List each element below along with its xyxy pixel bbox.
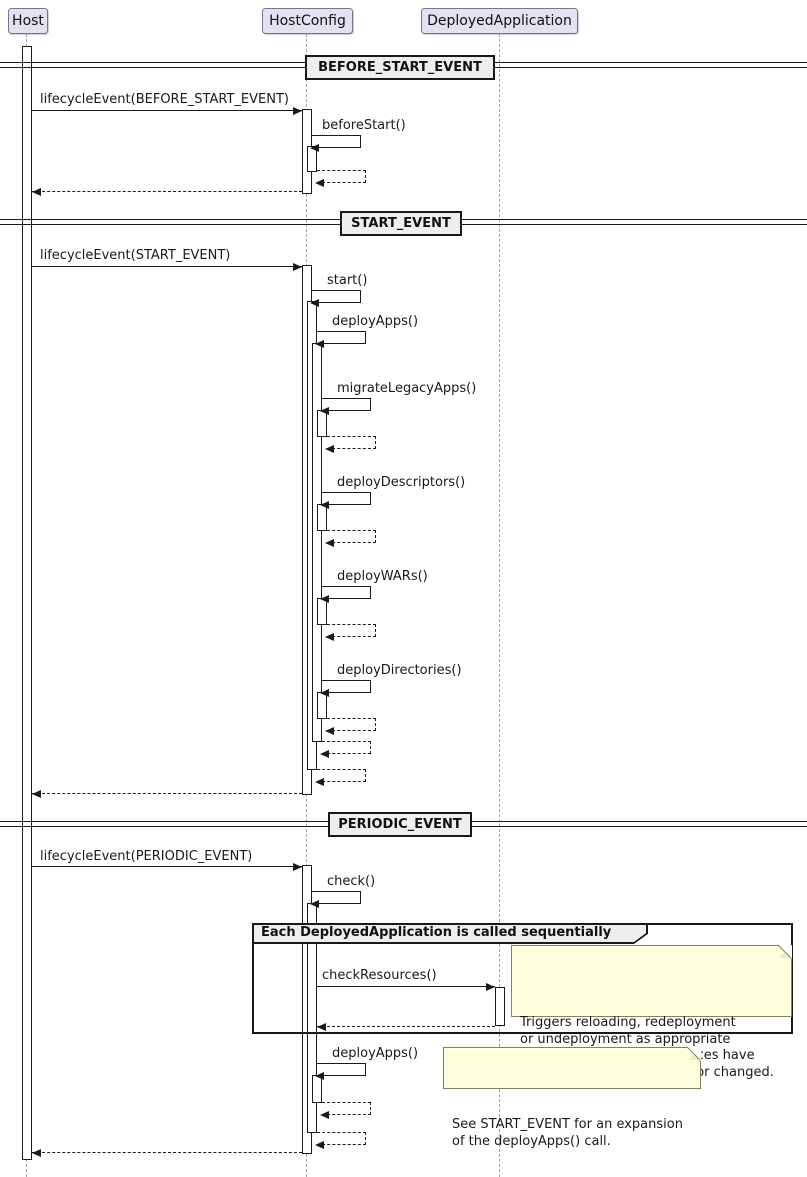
message-label: deployWARs()	[337, 569, 428, 584]
participant-label: Host	[12, 13, 44, 29]
divider-periodic-event: PERIODIC_EVENT	[328, 812, 472, 837]
message-label: beforeStart()	[322, 118, 406, 133]
selfreturn-deploydescriptors	[325, 530, 376, 547]
activation-host	[22, 46, 32, 1160]
selfcall-migratelegacyapps	[320, 398, 371, 415]
note-deployapps: See START_EVENT for an expansion of the …	[443, 1046, 701, 1149]
activation-deployapps	[312, 343, 322, 742]
selfreturn-deployapps	[320, 741, 371, 758]
selfreturn-start	[315, 769, 366, 786]
return-before-start	[32, 188, 302, 196]
selfcall-deploydirectories	[320, 680, 371, 697]
message-label: deployDirectories()	[337, 663, 462, 678]
selfcall-check	[310, 891, 361, 908]
participant-label: HostConfig	[269, 13, 346, 29]
return-checkresources	[317, 1023, 495, 1031]
message-label: checkResources()	[322, 968, 437, 983]
selfcall-deploydescriptors	[320, 492, 371, 509]
arrow-lifecycleevent-periodic	[32, 863, 302, 871]
selfreturn-deploywars	[325, 624, 376, 641]
group-header: Each DeployedApplication is called seque…	[252, 923, 648, 944]
selfreturn-check	[315, 1132, 366, 1149]
message-label: deployDescriptors()	[337, 475, 466, 490]
message-label: lifecycleEvent(BEFORE_START_EVENT)	[40, 92, 289, 107]
participant-label: DeployedApplication	[427, 13, 572, 29]
selfreturn-deploydirectories	[325, 718, 376, 735]
return-start	[32, 790, 302, 798]
selfcall-deployapps	[315, 331, 366, 348]
arrow-lifecycleevent-before-start	[32, 107, 302, 115]
selfcall-deploywars	[320, 586, 371, 603]
activation-checkresources	[495, 987, 505, 1026]
selfcall-beforestart	[310, 135, 361, 152]
divider-start-event: START_EVENT	[340, 211, 462, 236]
message-label: deployApps()	[332, 1046, 419, 1061]
arrow-lifecycleevent-start	[32, 263, 302, 271]
selfcall-start	[310, 290, 361, 307]
selfreturn-deployapps-periodic	[320, 1102, 371, 1119]
divider-label: BEFORE_START_EVENT	[318, 60, 482, 75]
participant-host: Host	[8, 8, 48, 34]
participant-hostconfig: HostConfig	[262, 8, 353, 34]
message-label: lifecycleEvent(START_EVENT)	[40, 248, 231, 263]
note-checkresources: Triggers reloading, redeployment or unde…	[511, 944, 792, 1080]
arrow-checkresources	[317, 983, 495, 991]
divider-label: PERIODIC_EVENT	[338, 817, 462, 832]
selfreturn-beforestart	[315, 170, 366, 187]
message-label: deployApps()	[332, 314, 419, 329]
message-label: lifecycleEvent(PERIODIC_EVENT)	[40, 849, 253, 864]
selfreturn-migratelegacyapps	[325, 436, 376, 453]
lifeline-deployedapplication	[499, 34, 500, 1177]
note-text: See START_EVENT for an expansion of the …	[452, 1117, 683, 1149]
participant-deployedapplication: DeployedApplication	[421, 8, 578, 34]
message-label: check()	[327, 874, 376, 889]
divider-label: START_EVENT	[351, 216, 451, 231]
selfcall-deployapps-periodic	[315, 1063, 366, 1080]
message-label: migrateLegacyApps()	[337, 381, 477, 396]
divider-before-start-event: BEFORE_START_EVENT	[305, 55, 495, 80]
group-label: Each DeployedApplication is called seque…	[261, 925, 612, 940]
message-label: start()	[327, 273, 368, 288]
return-periodic	[32, 1149, 302, 1157]
